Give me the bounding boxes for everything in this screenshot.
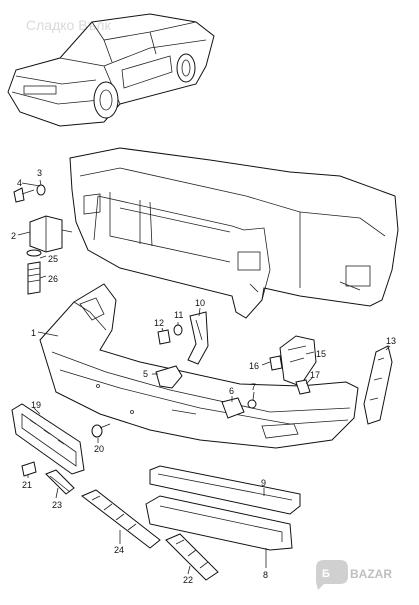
callout-25: 25 bbox=[48, 254, 58, 264]
callout-26: 26 bbox=[48, 274, 58, 284]
callout-20: 20 bbox=[94, 444, 104, 454]
bazar-logo: Б BAZAR bbox=[316, 560, 392, 590]
leader-lines bbox=[17, 179, 391, 575]
bracket-assembly-left bbox=[13, 184, 73, 295]
callout-1: 1 bbox=[31, 328, 36, 338]
nut-11 bbox=[173, 324, 183, 336]
clip-20 bbox=[91, 423, 111, 438]
nut-7 bbox=[247, 399, 257, 409]
spoiler-9 bbox=[149, 465, 301, 515]
callout-9: 9 bbox=[261, 478, 266, 488]
callout-labels: 1 2 3 4 5 6 7 8 9 10 11 12 13 15 16 17 1… bbox=[11, 168, 396, 585]
callout-13: 13 bbox=[386, 336, 396, 346]
spoiler-8 bbox=[145, 495, 293, 551]
grille-22 bbox=[165, 533, 219, 581]
side-guide-13 bbox=[363, 345, 393, 425]
callout-5: 5 bbox=[143, 369, 148, 379]
callout-4: 4 bbox=[17, 178, 22, 188]
callout-17: 17 bbox=[310, 370, 320, 380]
callout-10: 10 bbox=[195, 298, 205, 308]
callout-19: 19 bbox=[31, 400, 41, 410]
callout-3: 3 bbox=[37, 168, 42, 178]
callout-12: 12 bbox=[154, 318, 164, 328]
callout-24: 24 bbox=[114, 545, 124, 555]
callout-16: 16 bbox=[249, 361, 259, 371]
callout-2: 2 bbox=[11, 231, 16, 241]
callout-21: 21 bbox=[22, 480, 32, 490]
callout-7: 7 bbox=[251, 382, 256, 392]
bracket-6 bbox=[221, 397, 245, 419]
watermark-text: Сладко Вълк bbox=[26, 17, 111, 33]
retainer-bracket-10 bbox=[187, 311, 209, 365]
body-front-section bbox=[69, 147, 399, 319]
clip-5 bbox=[155, 365, 183, 389]
callout-22: 22 bbox=[183, 575, 193, 585]
nut-12 bbox=[157, 329, 171, 345]
svg-text:Б: Б bbox=[322, 568, 330, 580]
bazar-logo-text: BAZAR bbox=[350, 567, 392, 581]
grille-23 bbox=[45, 469, 75, 495]
callout-6: 6 bbox=[229, 386, 234, 396]
front-bumper-cover bbox=[39, 283, 359, 449]
grille-24 bbox=[81, 489, 161, 549]
car-overview-drawing bbox=[7, 13, 215, 127]
callout-15: 15 bbox=[316, 349, 326, 359]
callout-23: 23 bbox=[52, 500, 62, 510]
screw-21 bbox=[21, 461, 37, 477]
callout-8: 8 bbox=[263, 570, 268, 580]
mount-bracket-15 bbox=[279, 335, 317, 387]
bazar-logo-icon bbox=[316, 560, 348, 590]
callout-11: 11 bbox=[174, 310, 183, 320]
grille-strip bbox=[11, 403, 85, 475]
nut-16 bbox=[269, 355, 283, 371]
